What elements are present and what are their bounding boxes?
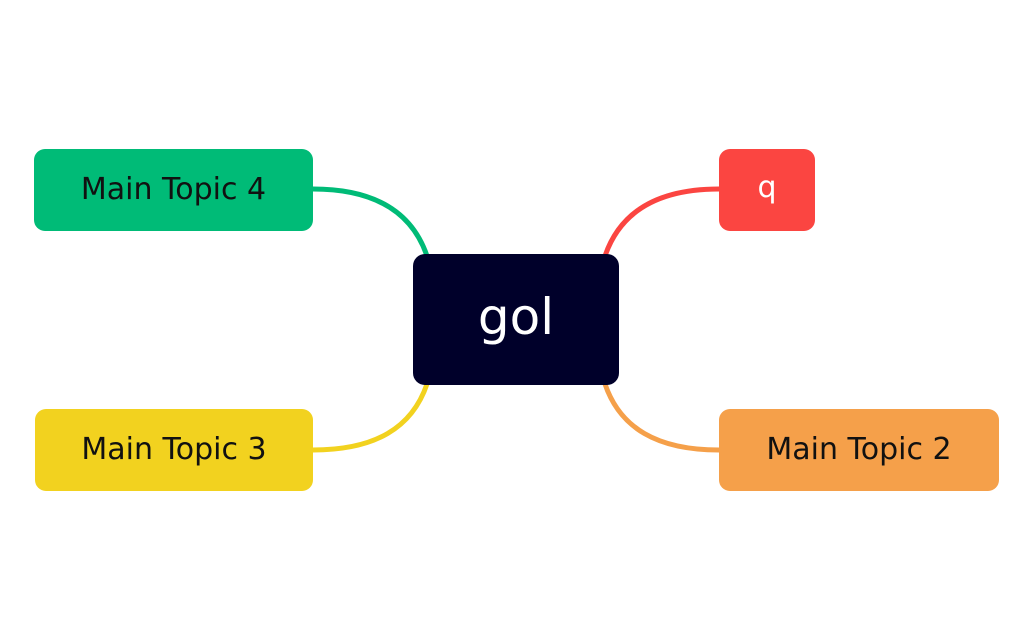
main-topic-3-label: Main Topic 3 — [81, 432, 267, 467]
topic-q-label: q — [757, 170, 777, 205]
branch-topic-2 — [602, 381, 722, 453]
branch-topic-q — [602, 186, 722, 259]
branch-topic-3 — [310, 381, 430, 453]
topic-q-node[interactable]: q — [719, 149, 815, 231]
main-topic-3-node[interactable]: Main Topic 3 — [35, 409, 313, 491]
central-topic-label: gol — [477, 287, 555, 346]
main-topic-2-label: Main Topic 2 — [766, 432, 952, 467]
main-topic-4-label: Main Topic 4 — [80, 172, 267, 207]
main-topic-4-node[interactable]: Main Topic 4 — [34, 149, 313, 231]
main-topic-2-node[interactable]: Main Topic 2 — [719, 409, 999, 491]
branch-topic-4 — [310, 186, 430, 259]
central-topic-node[interactable]: gol — [413, 254, 619, 385]
